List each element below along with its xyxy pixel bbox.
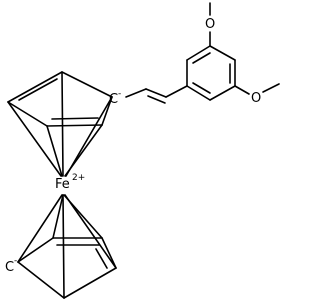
dimethoxyphenyl-ring xyxy=(186,45,236,101)
ring-bond xyxy=(7,101,48,127)
ring-bond xyxy=(101,237,117,269)
methyl-bond xyxy=(262,83,280,93)
ring-bond xyxy=(17,237,54,263)
vinyl-double-bond-a xyxy=(145,88,167,98)
ring-double-bond-inner xyxy=(18,78,58,101)
ring-bond xyxy=(7,71,63,103)
vinyl-linker xyxy=(125,85,188,104)
coordination-line xyxy=(61,71,64,177)
benzene-bond xyxy=(186,85,211,101)
vinyl-to-ring-bond xyxy=(165,85,188,98)
vinyl-single-bond xyxy=(125,88,147,98)
coordination-line xyxy=(64,194,117,269)
benzene-bond xyxy=(209,45,236,61)
ring-bond xyxy=(63,267,117,299)
ring-bond xyxy=(61,71,113,98)
methoxy-top-oxygen-label: O xyxy=(205,17,215,32)
lower-cyclopentadienyl-ring xyxy=(17,237,117,299)
methoxy-bond xyxy=(234,85,250,95)
coordination-line xyxy=(65,96,113,177)
methoxy-top: O xyxy=(205,2,215,47)
iron-charge: 2+ xyxy=(72,173,85,183)
upper-cyclopentadienyl-ring xyxy=(7,71,113,127)
coordination-line xyxy=(17,194,63,263)
ring-double-bond-inner xyxy=(95,248,108,269)
ferrocene-structure-diagram: C - O O Fe 2+ xyxy=(5,2,280,299)
coordination-line xyxy=(52,194,64,239)
methoxy-right: O xyxy=(234,83,280,106)
coordination-line xyxy=(7,101,62,177)
upper-ring-to-iron-bonds xyxy=(7,71,113,177)
benzene-double-bond-inner xyxy=(192,52,211,64)
lower-ring-to-iron-bonds xyxy=(17,194,117,299)
benzene-double-bond-inner xyxy=(192,82,211,94)
coordination-line xyxy=(46,125,63,177)
upper-carbanion-charge: - xyxy=(118,89,121,99)
ring-bond xyxy=(101,96,113,126)
upper-carbanion-label: C xyxy=(109,92,118,107)
lower-carbanion-charge: - xyxy=(14,256,17,266)
vinyl-double-bond-b xyxy=(147,95,166,104)
benzene-bond xyxy=(209,85,236,101)
ring-bond xyxy=(17,261,65,299)
methoxy-right-oxygen-label: O xyxy=(251,91,261,106)
lower-carbanion-label: C xyxy=(5,260,14,275)
iron-label: Fe xyxy=(55,177,70,192)
coordination-line xyxy=(62,194,65,299)
benzene-bond xyxy=(186,45,211,61)
ring-bond xyxy=(46,124,103,127)
ring-double-bond-inner xyxy=(51,117,99,120)
